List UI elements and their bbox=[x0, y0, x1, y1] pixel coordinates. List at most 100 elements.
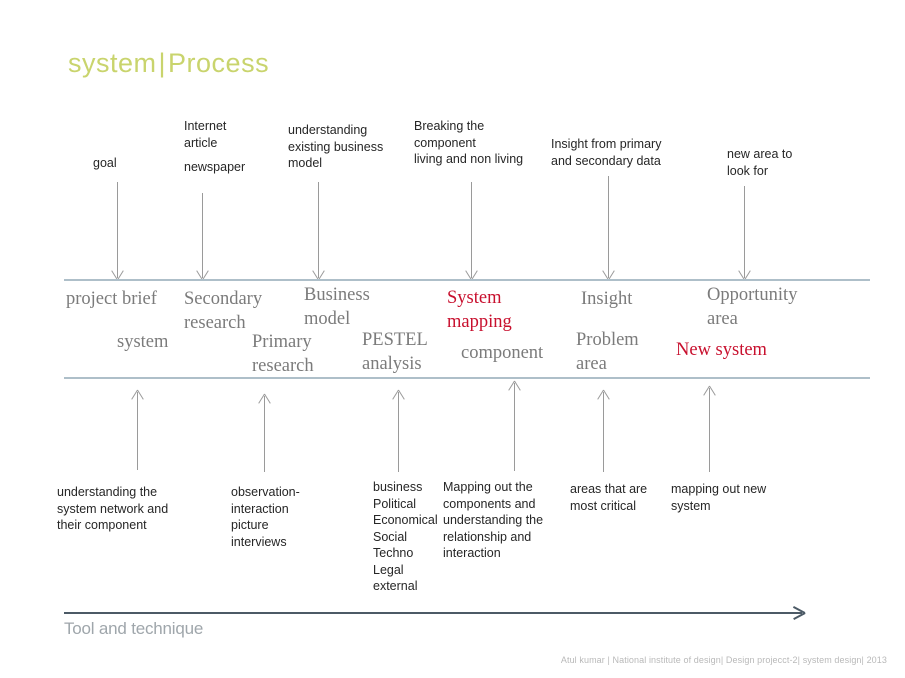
stage-line: System bbox=[447, 288, 502, 308]
stage-system-mapping: System mapping bbox=[447, 286, 512, 334]
annotation-line: interaction bbox=[443, 546, 501, 560]
annotation-line: most critical bbox=[570, 498, 636, 513]
arrow-up-observation bbox=[258, 396, 271, 472]
arrow-up-mapping-new-system bbox=[703, 388, 716, 472]
arrow-head-icon bbox=[603, 270, 615, 279]
stage-opportunity-area: Opportunity area bbox=[707, 283, 797, 331]
arrow-shaft bbox=[398, 392, 399, 472]
bottom-annotation-mapping-new-system: mapping out new system bbox=[671, 481, 766, 514]
arrow-shaft bbox=[318, 182, 319, 278]
stage-new-system: New system bbox=[676, 338, 767, 362]
stage-insight: Insight bbox=[581, 287, 632, 311]
top-annotation-secondary-research: Internet article newspaper bbox=[184, 118, 245, 176]
stage-line: system bbox=[117, 332, 169, 352]
bottom-annotation-observation: observation- interaction picture intervi… bbox=[231, 484, 300, 550]
stage-line: component bbox=[461, 343, 544, 363]
annotation-line: Internet bbox=[184, 119, 227, 133]
stage-line: New system bbox=[676, 340, 767, 360]
arrow-up-critical-areas bbox=[597, 392, 610, 472]
bottom-annotation-critical-areas: areas that are most critical bbox=[570, 481, 647, 514]
page-title-separator: | bbox=[158, 48, 167, 78]
stage-line: area bbox=[707, 309, 738, 329]
annotation-line: Mapping out the bbox=[443, 480, 533, 494]
arrow-shaft bbox=[117, 182, 118, 278]
arrow-shaft bbox=[264, 396, 265, 472]
annotation-spacer bbox=[184, 151, 245, 159]
stage-business-model: Business model bbox=[304, 283, 370, 331]
annotation-line: system bbox=[671, 498, 711, 513]
annotation-line: component bbox=[414, 135, 476, 150]
annotation-line: understanding the bbox=[57, 485, 158, 499]
arrow-shaft bbox=[709, 388, 710, 472]
stage-line: project brief bbox=[66, 289, 157, 309]
annotation-line: Economical bbox=[373, 513, 438, 527]
arrow-head-icon bbox=[598, 391, 610, 400]
arrow-down-opportunity bbox=[738, 186, 751, 278]
top-annotation-opportunity: new area to look for bbox=[727, 146, 792, 179]
arrow-shaft bbox=[603, 392, 604, 472]
stage-line: Problem bbox=[576, 330, 639, 350]
axis-label: Tool and technique bbox=[64, 619, 204, 638]
annotation-line: their component bbox=[57, 518, 147, 532]
stage-line: Primary bbox=[252, 332, 312, 352]
annotation-line: Legal bbox=[373, 562, 404, 577]
arrow-head-icon bbox=[739, 270, 751, 279]
arrow-head-icon bbox=[132, 391, 144, 400]
page-title-left: system bbox=[68, 48, 157, 78]
stage-component: component bbox=[461, 341, 543, 365]
arrow-head-icon bbox=[466, 270, 478, 279]
arrow-shaft bbox=[471, 182, 472, 278]
stage-line: analysis bbox=[362, 354, 422, 374]
annotation-line: interaction bbox=[231, 501, 289, 516]
band-rule-top bbox=[64, 279, 870, 281]
annotation-line: goal bbox=[93, 156, 117, 170]
annotation-line: picture bbox=[231, 518, 269, 532]
stage-line: Opportunity bbox=[707, 285, 798, 305]
annotation-line: Techno bbox=[373, 546, 414, 560]
arrow-up-pestel bbox=[392, 392, 405, 472]
arrow-shaft bbox=[608, 176, 609, 278]
footer-credit: Atul kumar | National institute of desig… bbox=[560, 655, 887, 665]
top-annotation-goal: goal bbox=[93, 155, 117, 172]
arrow-head-icon bbox=[393, 391, 405, 400]
stage-line: Secondary bbox=[184, 289, 263, 309]
annotation-line: relationship and bbox=[443, 529, 532, 544]
annotation-line: Political bbox=[373, 496, 417, 511]
annotation-line: existing business bbox=[288, 139, 384, 154]
arrow-shaft bbox=[137, 392, 138, 470]
bottom-annotation-pestel-list: business Political Economical Social Tec… bbox=[373, 479, 438, 595]
stage-primary-research: Primary research bbox=[252, 330, 314, 378]
stage-line: area bbox=[576, 354, 607, 374]
arrow-shaft bbox=[202, 193, 203, 278]
stage-problem-area: Problem area bbox=[576, 328, 639, 376]
page-title-right: Process bbox=[168, 48, 270, 78]
arrow-up-understanding-network bbox=[131, 392, 144, 470]
arrow-down-system-mapping bbox=[465, 182, 478, 278]
top-annotation-business-model: understanding existing business model bbox=[288, 122, 383, 172]
stage-line: mapping bbox=[447, 312, 512, 332]
annotation-line: Breaking the bbox=[414, 119, 485, 133]
annotation-line: areas that are bbox=[570, 482, 648, 496]
annotation-line: living and non living bbox=[414, 152, 524, 166]
stage-line: Business bbox=[304, 285, 370, 305]
arrow-head-icon bbox=[313, 270, 325, 279]
annotation-line: look for bbox=[727, 163, 768, 178]
annotation-line: and secondary data bbox=[551, 153, 661, 168]
annotation-line: article bbox=[184, 135, 218, 150]
annotation-line: understanding the bbox=[443, 513, 544, 527]
top-annotation-system-mapping: Breaking the component living and non li… bbox=[414, 118, 523, 168]
arrow-shaft bbox=[744, 186, 745, 278]
annotation-line: newspaper bbox=[184, 160, 246, 174]
annotation-line: external bbox=[373, 579, 418, 593]
arrow-head-icon bbox=[509, 382, 521, 391]
arrow-shaft bbox=[514, 383, 515, 471]
band-rule-bottom bbox=[64, 377, 870, 379]
axis-arrow-head-icon bbox=[792, 606, 806, 620]
timeline-axis bbox=[64, 612, 802, 614]
annotation-line: Insight from primary bbox=[551, 137, 662, 151]
arrow-head-icon bbox=[259, 395, 271, 404]
arrow-down-business-model bbox=[312, 182, 325, 278]
stage-line: model bbox=[304, 309, 351, 329]
stage-line: Insight bbox=[581, 289, 633, 309]
